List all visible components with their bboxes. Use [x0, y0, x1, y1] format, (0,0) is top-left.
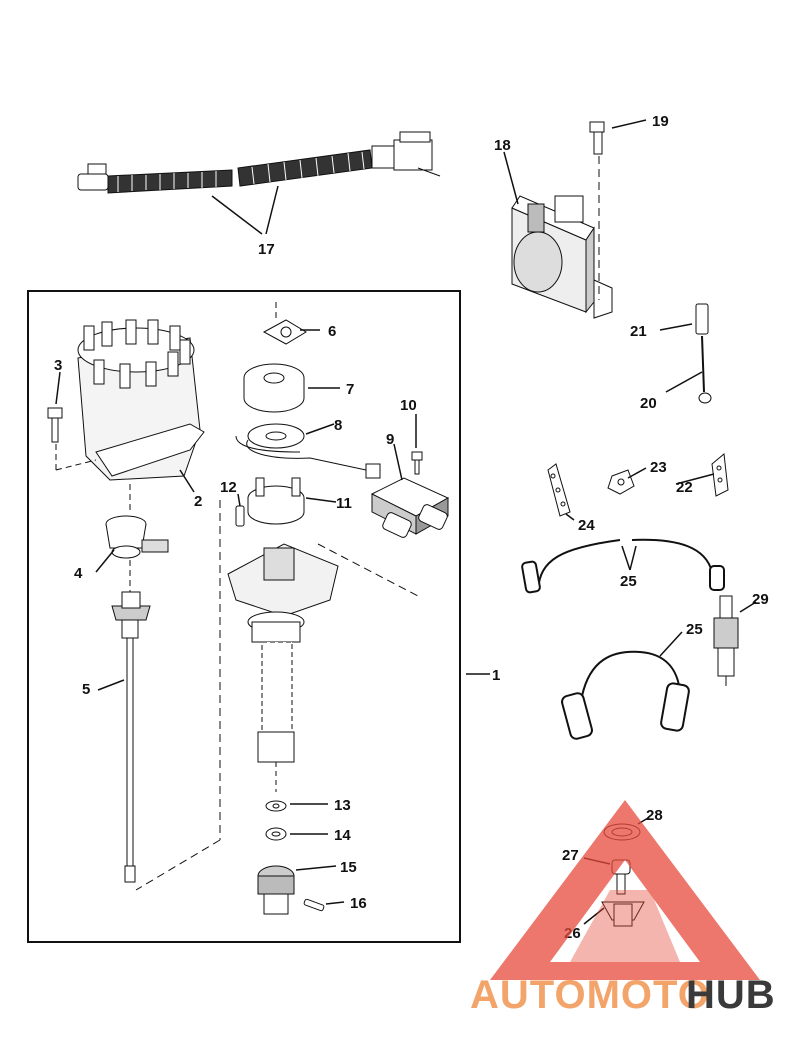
- callout-23: 23: [650, 459, 667, 476]
- pickup-coil-part: [235, 423, 381, 479]
- callout-20: 20: [640, 395, 657, 412]
- module-retainer-part: [247, 477, 305, 525]
- watermark-text-primary: AUTOMOTO: [470, 973, 710, 1017]
- spark-plug-part: [713, 595, 739, 686]
- callout-3: 3: [54, 357, 62, 374]
- callout-8: 8: [334, 417, 342, 434]
- distributor-shaft-part: [111, 591, 151, 883]
- rotor-part: [105, 515, 169, 559]
- ignition-module-part: [370, 477, 450, 538]
- roll-pin-12-part: [235, 505, 245, 527]
- callout-18: 18: [494, 137, 511, 154]
- callout-19: 19: [652, 113, 669, 130]
- callout-21: 21: [630, 323, 647, 340]
- wire-loom-24: [547, 463, 571, 517]
- wire-loom-22: [711, 453, 729, 497]
- spark-plug-lead-lower: [561, 650, 690, 740]
- callout-9: 9: [386, 431, 394, 448]
- wiring-harness-part: [77, 131, 441, 194]
- callout-labels: 1 2 3 4 5 6 7 8 9 10 11 12 13 14 15 16 1…: [54, 113, 769, 942]
- callout-6: 6: [328, 323, 336, 340]
- pole-piece-part: [243, 363, 305, 413]
- ignition-coil-part: [511, 195, 613, 319]
- callout-25-lower: 25: [686, 621, 703, 638]
- callout-27: 27: [562, 847, 579, 864]
- callout-22: 22: [676, 479, 693, 496]
- watermark-logo: [490, 800, 760, 980]
- callout-17: 17: [258, 241, 275, 258]
- callout-5: 5: [82, 681, 90, 698]
- cap-screw-part: [47, 407, 63, 443]
- callout-14: 14: [334, 827, 351, 844]
- leader-lines: [55, 119, 757, 925]
- wire-loom-23: [607, 469, 635, 495]
- washer-13-part: [265, 800, 287, 812]
- callout-28: 28: [646, 807, 663, 824]
- module-screw-part: [411, 451, 423, 475]
- roll-pin-16-part: [303, 898, 325, 912]
- callout-25-upper: 25: [620, 573, 637, 590]
- callout-4: 4: [74, 565, 83, 582]
- callout-24: 24: [578, 517, 595, 534]
- ground-strap-part: [695, 303, 712, 404]
- distributor-kit-frame: [27, 290, 461, 943]
- coil-bolt-part: [589, 121, 605, 155]
- callout-7: 7: [346, 381, 354, 398]
- watermark-text-secondary: HUB: [686, 973, 776, 1017]
- callout-2: 2: [194, 493, 202, 510]
- callout-11: 11: [336, 495, 352, 512]
- callout-15: 15: [340, 859, 357, 876]
- clip-26-part: [601, 901, 645, 927]
- gasket-part: [262, 319, 307, 345]
- callout-1: 1: [492, 667, 500, 684]
- callout-16: 16: [350, 895, 367, 912]
- callout-12: 12: [220, 479, 237, 496]
- callout-10: 10: [400, 397, 417, 414]
- washer-14-part: [265, 827, 287, 841]
- distributor-cap-part: [77, 319, 205, 481]
- drive-gear-part: [257, 865, 295, 915]
- distributor-housing-part: [227, 543, 339, 792]
- spark-plug-lead-upper: [521, 538, 725, 594]
- callout-29: 29: [752, 591, 769, 608]
- watermark-triangle-icon: [490, 800, 760, 980]
- callout-13: 13: [334, 797, 351, 814]
